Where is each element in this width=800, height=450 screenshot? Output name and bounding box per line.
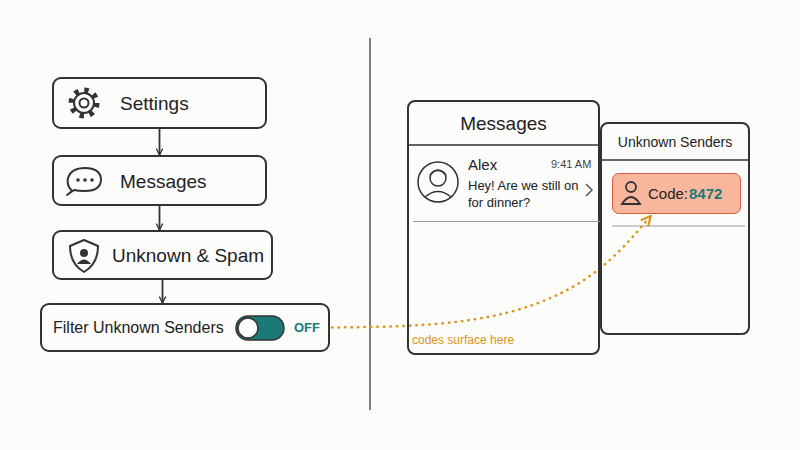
bubble-dot xyxy=(76,178,80,182)
gear-hub xyxy=(80,99,89,108)
unknown-spam-box: Unknown & Spam xyxy=(52,230,273,280)
person-icon xyxy=(622,182,640,204)
node-label: Alex xyxy=(468,156,497,175)
flow-arrow xyxy=(162,280,164,303)
node-text: 8472 xyxy=(689,185,722,204)
bubble-outline xyxy=(67,168,101,195)
avatar-circle xyxy=(418,162,458,202)
flow-arrow xyxy=(159,129,161,155)
node-text: Hey! Are we still on for dinner? xyxy=(468,177,586,211)
message-row: Alex 9:41 AM Hey! Are we still on for dinn… xyxy=(413,148,600,222)
avatar-hair xyxy=(430,171,446,176)
edge-label: codes surface here xyxy=(410,333,516,347)
node-label: Unknown & Spam xyxy=(112,244,264,268)
messages-box: Messages xyxy=(52,155,267,206)
code-box-fill xyxy=(612,173,741,214)
settings-box: Settings xyxy=(52,77,267,129)
avatar-face xyxy=(430,170,446,186)
node-label: Messages xyxy=(409,112,598,136)
messages-panel: MessagesAlex 9:41 AM Hey! Are we still on … xyxy=(407,100,600,355)
shield-outline xyxy=(70,240,98,272)
gear-teeth xyxy=(72,91,97,116)
header-line xyxy=(600,159,750,161)
node-label: Code: xyxy=(648,185,688,204)
toggle-track xyxy=(236,316,284,340)
shield-person-body xyxy=(77,260,91,265)
node-text: 9:41 AM xyxy=(551,158,591,172)
filter-setting-box: Filter Unknown Senders OFF xyxy=(40,303,330,352)
avatar-icon xyxy=(418,162,458,202)
toggle-switch xyxy=(236,316,284,340)
shield-icon xyxy=(70,240,98,272)
node-text: OFF xyxy=(294,320,320,336)
toggle-knob xyxy=(238,318,258,338)
node-label: Messages xyxy=(120,170,207,194)
list-divider xyxy=(612,225,745,226)
avatar-shoulders xyxy=(425,192,451,198)
unknown-senders-panel: Unknown SendersCode:8472 xyxy=(600,122,750,335)
code-box: Code:8472 xyxy=(612,173,741,214)
gear-icon xyxy=(72,91,97,116)
bubble-dot xyxy=(83,178,87,182)
dotted-connector xyxy=(332,216,651,328)
header-line xyxy=(407,144,600,146)
shield-person-head xyxy=(80,249,88,257)
person-body xyxy=(622,197,640,204)
node-label: Settings xyxy=(120,92,189,116)
gear-ring xyxy=(74,93,94,113)
node-label: Unknown Senders xyxy=(602,134,748,152)
person-head xyxy=(626,182,636,192)
flow-arrow xyxy=(159,206,161,230)
bubble-dot xyxy=(90,178,94,182)
speech-bubble-icon xyxy=(67,168,101,195)
node-label: Filter Unknown Senders xyxy=(53,318,224,338)
divider-line xyxy=(369,38,371,410)
chevron-icon xyxy=(586,184,592,196)
